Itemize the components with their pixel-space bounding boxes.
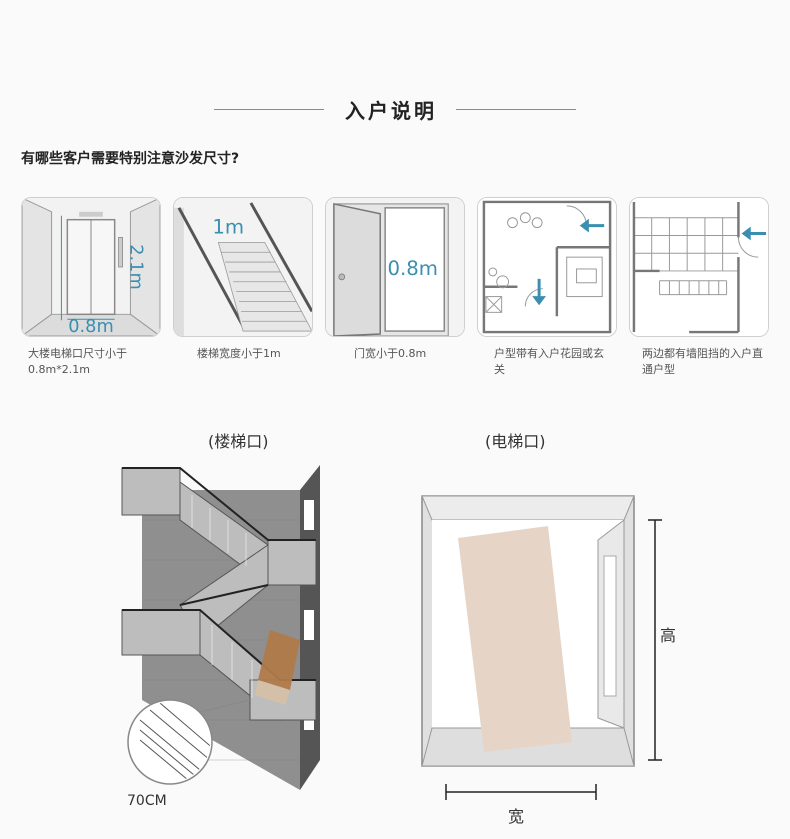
card-elevator-width-label: 0.8m — [68, 317, 113, 336]
caption-elevator: 大楼电梯口尺寸小于0.8m*2.1m — [28, 347, 127, 376]
stairs-width-label: 70CM — [127, 793, 167, 809]
stairs-magnifier-icon — [127, 699, 213, 785]
floorplan-garden-illustration — [478, 198, 616, 336]
header-divider-left — [214, 109, 324, 110]
elevator-width-label: 宽 — [508, 807, 525, 826]
elevator-illustration: 2.1m 0.8m — [22, 198, 160, 336]
caption-walled-entry: 两边都有墙阻挡的入户直通户型 — [642, 347, 763, 376]
stairs-title: (楼梯口) — [208, 432, 269, 451]
card-elevator: 2.1m 0.8m — [21, 197, 161, 337]
card-stairs: 1m — [173, 197, 313, 337]
section-title: 入户说明 — [345, 99, 437, 123]
elevator-title: (电梯口) — [485, 432, 546, 451]
card-door-width-label: 0.8m — [387, 257, 438, 280]
entry-arrow-down-icon — [532, 278, 547, 306]
section-header: 入户说明 — [0, 95, 790, 125]
sofa-shape — [458, 526, 572, 752]
door-illustration: 0.8m — [326, 198, 464, 336]
card-stairs-width-label: 1m — [212, 215, 244, 238]
caption-stairs: 楼梯宽度小于1m — [197, 347, 281, 360]
floorplan-walled-illustration — [630, 198, 768, 336]
stairs-illustration: 1m — [174, 198, 312, 336]
stairs-box-icon — [258, 630, 300, 690]
card-walled-entry — [629, 197, 769, 337]
card-entry-garden — [477, 197, 617, 337]
stairwell-illustration — [121, 465, 320, 790]
header-divider-right — [456, 109, 576, 110]
caption-door: 门宽小于0.8m — [354, 347, 427, 360]
elevator-box-illustration — [421, 495, 662, 800]
card-door: 0.8m — [325, 197, 465, 337]
card-elevator-height-label: 2.1m — [125, 244, 145, 289]
entry-arrow-icon — [741, 226, 767, 241]
elevator-height-label: 高 — [660, 626, 677, 645]
scenario-cards: 2.1m 0.8m 1m — [0, 197, 790, 339]
entry-arrow-icon — [579, 218, 605, 233]
caption-entry-garden: 户型带有入户花园或玄关 — [494, 347, 604, 376]
question-heading: 有哪些客户需要特别注意沙发尺寸? — [21, 151, 240, 167]
